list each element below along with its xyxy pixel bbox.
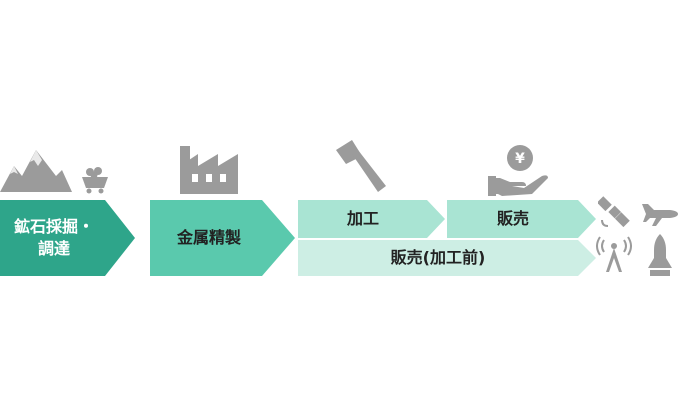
hand-coin-icon: ¥ xyxy=(488,145,548,196)
mine-cart-icon xyxy=(82,167,108,194)
step-processing-label: 加工 xyxy=(346,209,379,229)
arrow-mining xyxy=(0,200,135,276)
step-refining-label: 金属精製 xyxy=(176,228,241,248)
arrow-sales-preprocess xyxy=(298,240,596,276)
arrow-processing xyxy=(298,200,445,238)
hammer-icon xyxy=(336,140,386,192)
step-mining-label: 鉱石採掘・ 調達 xyxy=(0,200,108,276)
radio-tower-icon xyxy=(596,236,632,272)
factory-icon xyxy=(180,146,238,194)
step-sales-label: 販売 xyxy=(496,209,529,229)
rocket-icon xyxy=(648,234,672,276)
yen-symbol: ¥ xyxy=(515,151,525,167)
arrow-refining xyxy=(150,200,295,276)
arrow-sales xyxy=(447,200,596,238)
satellite-icon xyxy=(598,196,630,228)
airplane-icon xyxy=(642,204,678,226)
step-mining-line1: 鉱石採掘・ xyxy=(13,217,94,237)
step-mining-line2: 調達 xyxy=(37,239,70,258)
mountain-icon xyxy=(0,150,72,192)
step-sales-preprocess-label: 販売(加工前) xyxy=(390,248,486,268)
